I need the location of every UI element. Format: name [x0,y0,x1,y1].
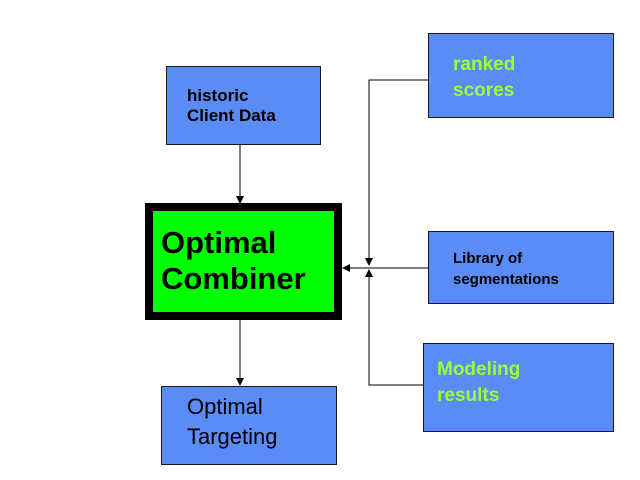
modeling-results-label: Modeling results [437,359,521,406]
arrow-ranked-to-junction [365,79,428,266]
modeling-results-box: Modeling results [423,343,614,432]
optimal-combiner-box: Optimal Combiner [145,203,342,320]
library-of-segmentations-box: Library of segmentations [428,231,614,304]
historic-client-data-box: historic Client Data [166,66,321,145]
arrow-modeling-to-junction [365,269,423,386]
ranked-scores-label: ranked scores [453,54,516,101]
optimal-combiner-label: Optimal Combiner [161,225,306,297]
ranked-scores-box: ranked scores [428,33,614,118]
optimal-targeting-label: Optimal Targeting [187,394,278,449]
historic-client-data-label: historic Client Data [187,86,276,126]
library-of-segmentations-label: Library of segmentations [453,250,559,288]
optimal-targeting-box: Optimal Targeting [161,386,337,465]
